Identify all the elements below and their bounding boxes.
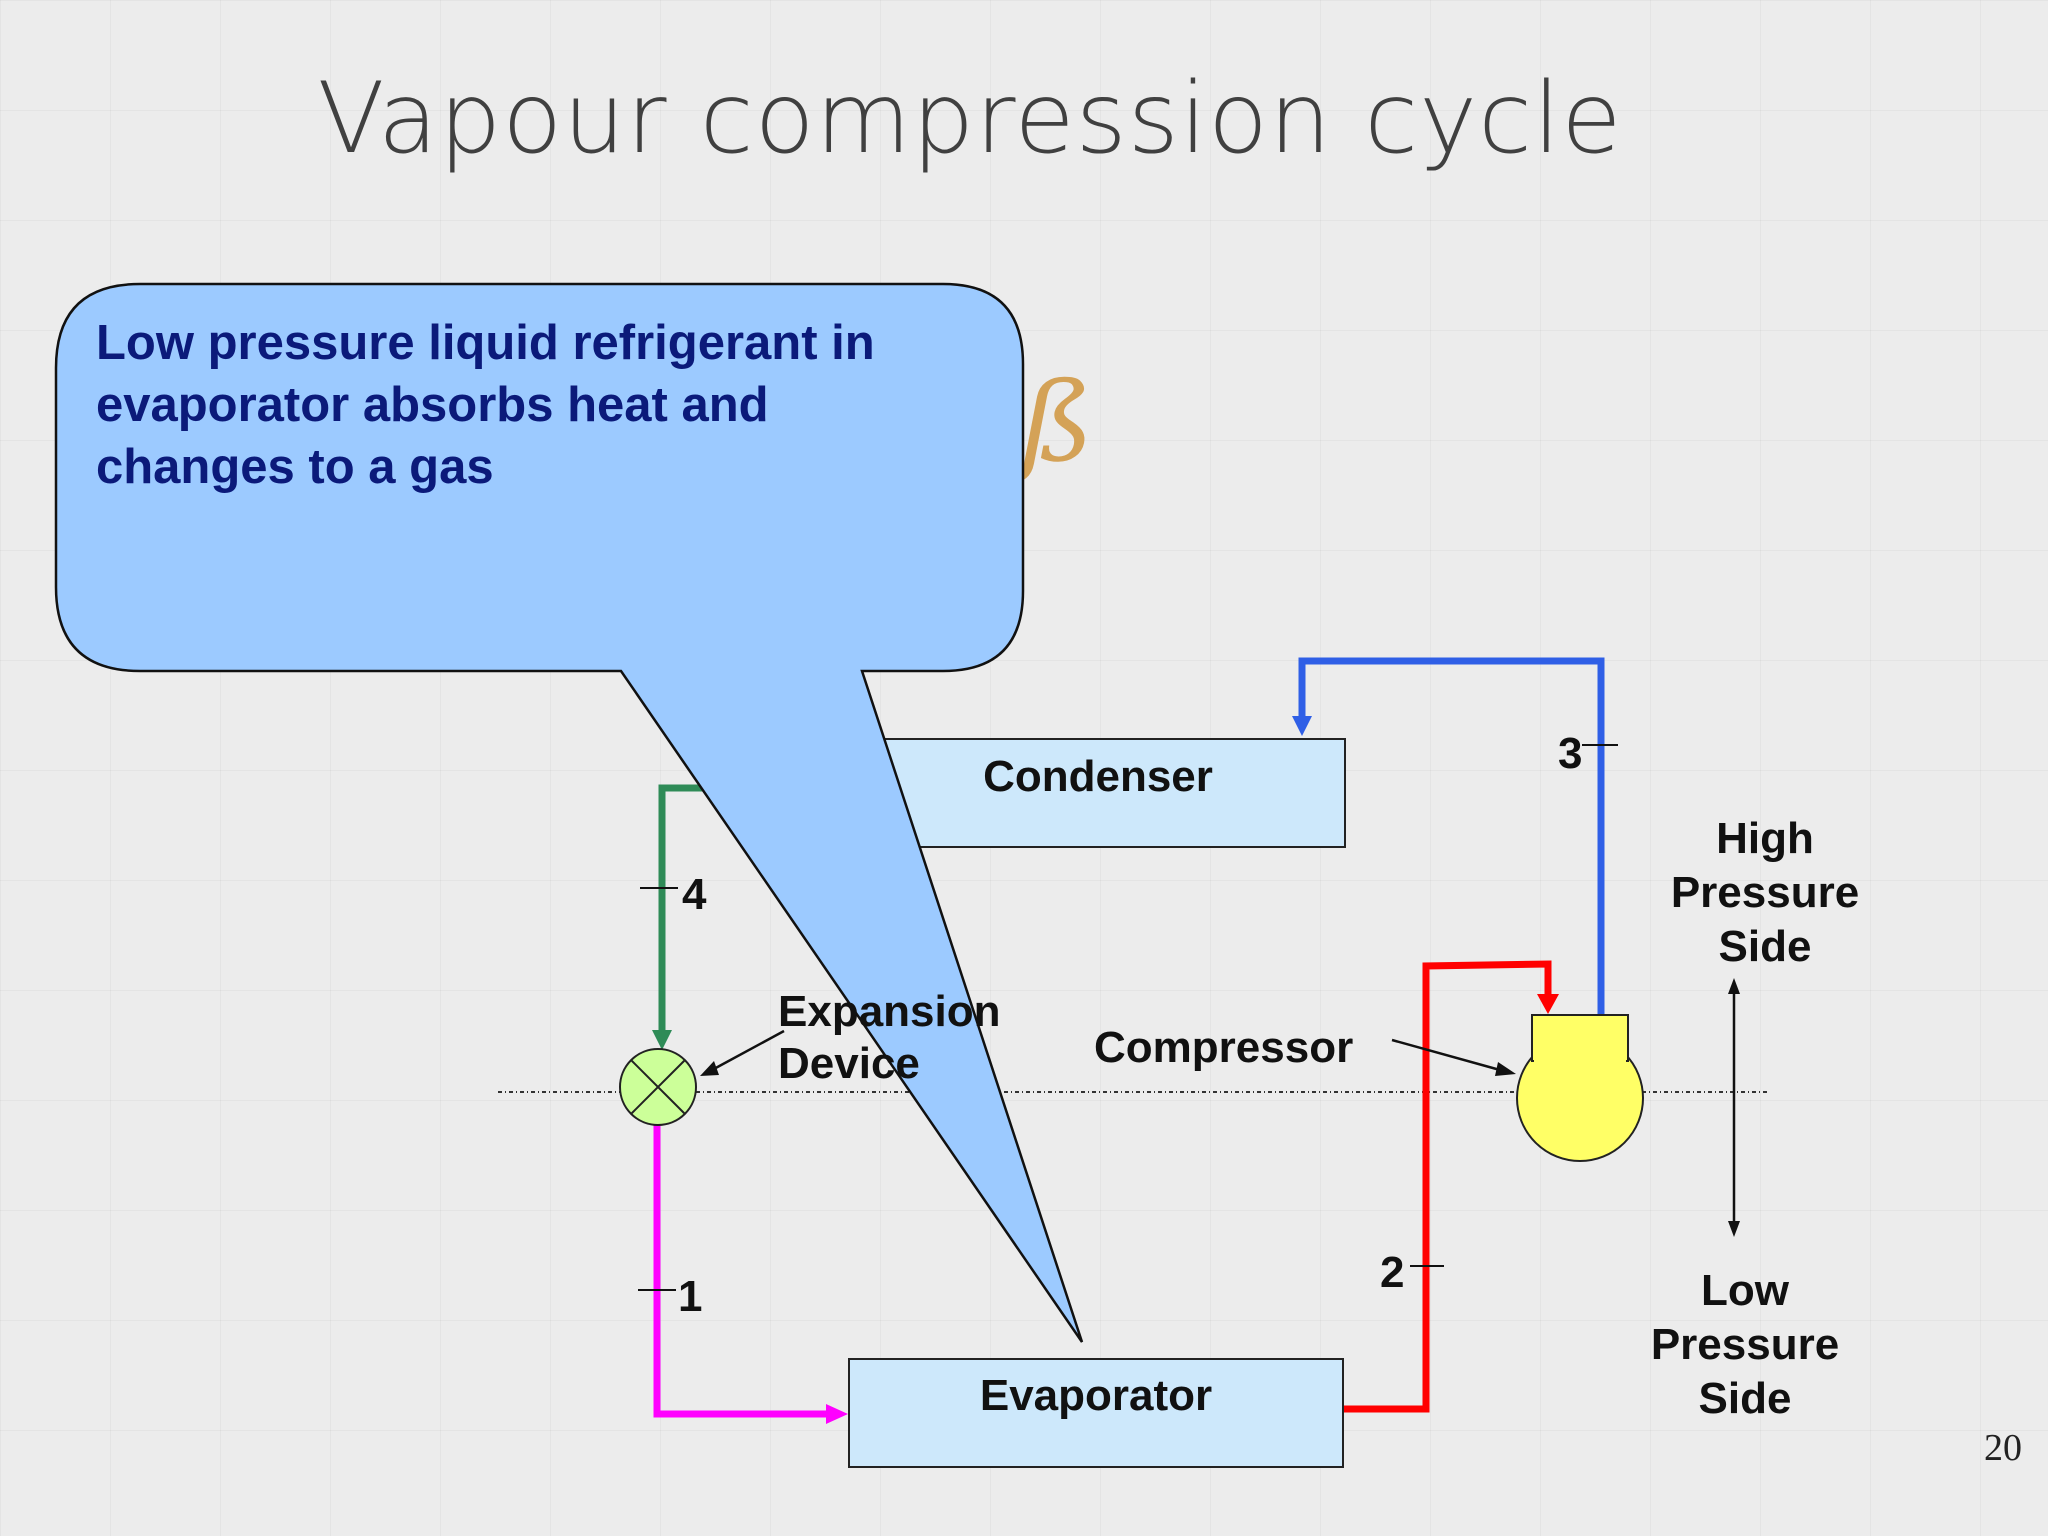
callout-bubble xyxy=(54,282,1084,1343)
slide-title: Vapour compression cycle xyxy=(317,62,1623,176)
evaporator-label: Evaporator xyxy=(979,1371,1213,1420)
line-1-arrowhead xyxy=(826,1404,848,1424)
evaporator-box xyxy=(848,1358,1344,1468)
expansion-leader-arrowhead xyxy=(700,1061,719,1076)
compressor-label: Compressor xyxy=(1094,1023,1354,1072)
point-3-label: 3 xyxy=(1558,729,1583,778)
low-pressure-side-label: Low Pressure Side xyxy=(1650,1266,1840,1423)
pressure-arrow-down xyxy=(1728,1221,1740,1237)
page-number: 20 xyxy=(1984,1427,2022,1469)
line-2-pipe xyxy=(1344,960,1552,1413)
expansion-label-line2: Device xyxy=(778,1039,920,1088)
callout-text: Low pressure liquid refrigerant in evapo… xyxy=(96,316,875,494)
expansion-leader-line xyxy=(711,1029,785,1072)
valve-cross-b xyxy=(630,1059,686,1115)
point-2-label: 2 xyxy=(1380,1248,1405,1297)
line-3-pipe xyxy=(1298,657,1605,1015)
compressor-leader-line xyxy=(1391,1038,1501,1072)
compressor-head xyxy=(1531,1014,1629,1062)
pressure-arrow-up xyxy=(1728,978,1740,994)
expansion-label-line1: Expansion xyxy=(778,987,1001,1036)
line-3-arrowhead xyxy=(1292,716,1312,736)
point-1-label: 1 xyxy=(678,1272,703,1321)
line-2-arrowhead xyxy=(1537,994,1559,1014)
line-1-pipe xyxy=(653,1125,830,1418)
condenser-label: Condenser xyxy=(983,752,1213,801)
line-4-arrowhead xyxy=(652,1030,672,1050)
point-4-label: 4 xyxy=(682,870,707,919)
compressor-leader-arrowhead xyxy=(1495,1062,1516,1076)
high-pressure-side-label: High Pressure Side xyxy=(1670,814,1860,971)
